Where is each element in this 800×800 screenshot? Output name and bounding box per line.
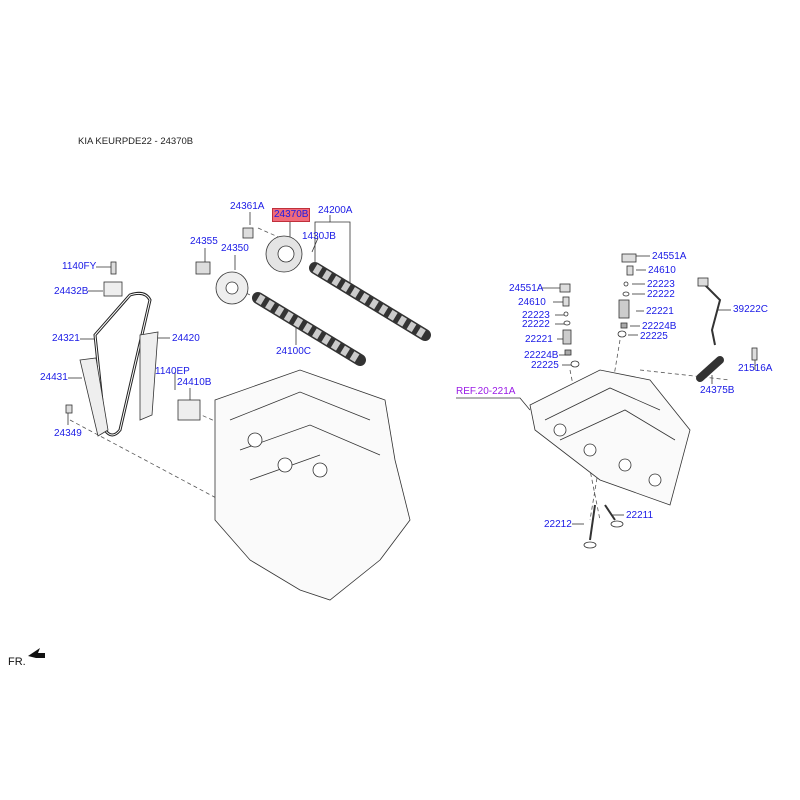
diagram-title: KIA KEURPDE22 - 24370B bbox=[78, 136, 194, 147]
part-label-22224B[interactable]: 22224B bbox=[642, 321, 677, 332]
part-label-22211[interactable]: 22211 bbox=[626, 510, 654, 521]
front-arrow-icon bbox=[28, 648, 45, 658]
part-label-24551A[interactable]: 24551A bbox=[652, 251, 687, 262]
part-label-22225[interactable]: 22225 bbox=[531, 360, 559, 371]
part-label-24432B[interactable]: 24432B bbox=[54, 286, 89, 297]
cylinder-head bbox=[529, 369, 691, 506]
part-label-24551A[interactable]: 24551A bbox=[509, 283, 544, 294]
part-label-24375B[interactable]: 24375B bbox=[700, 385, 735, 396]
part-label-22212[interactable]: 22212 bbox=[544, 519, 572, 530]
part-label-24100C[interactable]: 24100C bbox=[276, 346, 312, 357]
reference-link[interactable]: REF.20-221A bbox=[456, 386, 516, 397]
part-label-22225[interactable]: 22225 bbox=[640, 331, 668, 342]
engine-block bbox=[214, 369, 411, 601]
part-label-21516A[interactable]: 21516A bbox=[738, 363, 773, 374]
part-label-24420[interactable]: 24420 bbox=[172, 333, 200, 344]
part-label-24610[interactable]: 24610 bbox=[648, 265, 676, 276]
part-label-24361A[interactable]: 24361A bbox=[230, 201, 265, 212]
chain-guide-24420 bbox=[139, 331, 159, 421]
part-label-22222[interactable]: 22222 bbox=[647, 289, 675, 300]
leader-lines bbox=[67, 212, 756, 525]
part-label-39222C[interactable]: 39222C bbox=[733, 304, 769, 315]
part-label-1140EP[interactable]: 1140EP bbox=[155, 366, 190, 377]
part-label-22224B[interactable]: 22224B bbox=[524, 350, 559, 361]
part-label-22221[interactable]: 22221 bbox=[646, 306, 674, 317]
part-label-24431[interactable]: 24431 bbox=[40, 372, 68, 383]
camshaft-24200A bbox=[309, 262, 431, 341]
front-indicator: FR. bbox=[8, 656, 26, 668]
part-label-1430JB[interactable]: 1430JB bbox=[302, 231, 336, 242]
part-label-22222[interactable]: 22222 bbox=[522, 319, 550, 330]
part-label-22221[interactable]: 22221 bbox=[525, 334, 553, 345]
ocv-24375B bbox=[696, 356, 724, 382]
part-label-24349[interactable]: 24349 bbox=[54, 428, 82, 439]
part-label-24370B-highlighted[interactable]: 24370B bbox=[272, 208, 311, 222]
part-label-24355[interactable]: 24355 bbox=[190, 236, 218, 247]
part-label-1140FY[interactable]: 1140FY bbox=[62, 261, 97, 272]
part-label-24321[interactable]: 24321 bbox=[52, 333, 80, 344]
part-label-24350[interactable]: 24350 bbox=[221, 243, 249, 254]
part-label-24610[interactable]: 24610 bbox=[518, 297, 546, 308]
part-label-24200A[interactable]: 24200A bbox=[318, 205, 353, 216]
sensor-39222C bbox=[704, 284, 722, 346]
part-label-22223[interactable]: 22223 bbox=[522, 310, 550, 321]
part-label-22223[interactable]: 22223 bbox=[647, 279, 675, 290]
chain-guide-24431 bbox=[79, 357, 109, 437]
part-label-24410B[interactable]: 24410B bbox=[177, 377, 212, 388]
